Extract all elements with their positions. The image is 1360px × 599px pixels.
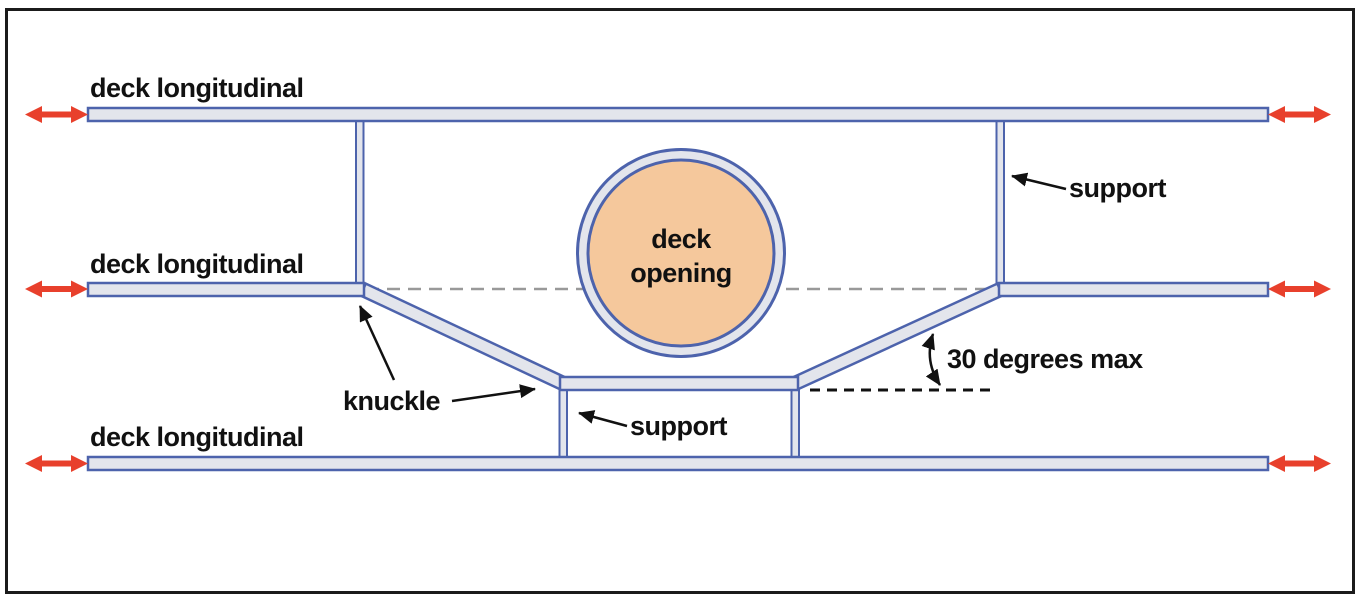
deck-longitudinal-top-bar	[86, 106, 1270, 123]
tension-arrow-icon-top-left	[25, 106, 88, 123]
support-chord-right-vertical	[790, 387, 800, 459]
label-deck-longitudinal-bottom: deck longitudinal	[90, 422, 304, 452]
label-deck-longitudinal-top: deck longitudinal	[90, 73, 304, 103]
figure-border	[5, 8, 1355, 594]
support-left-vertical	[355, 120, 365, 286]
pointer-arrow-icon-support-right	[1011, 172, 1067, 191]
deck-opening-circle	[586, 158, 776, 348]
tension-arrow-icon-bottom-left	[25, 455, 88, 472]
label-support-right: support	[1069, 173, 1167, 203]
support-right-vertical	[995, 120, 1005, 286]
dropped-chord-bar	[558, 375, 800, 392]
tension-arrow-icon-middle-left	[25, 280, 88, 298]
support-chord-left-vertical	[558, 387, 568, 459]
label-deck-longitudinal-middle: deck longitudinal	[90, 249, 304, 279]
tension-arrow-icon-bottom-right	[1268, 455, 1331, 472]
pointer-arrow-icon-knuckle-upper	[358, 305, 396, 381]
label-knuckle: knuckle	[343, 386, 441, 416]
label-deck-opening: deck opening	[581, 222, 781, 290]
pointer-arrow-icon-support-bottom	[578, 410, 628, 428]
label-deck-opening-line1: deck	[651, 224, 711, 254]
deck-longitudinal-bottom-bar	[86, 455, 1270, 472]
pointer-arrow-icon-knuckle-lower	[451, 384, 536, 403]
tension-arrow-icon-top-right	[1268, 106, 1331, 123]
label-angle-note: 30 degrees max	[947, 344, 1143, 374]
curved-angle-arrow-icon	[921, 333, 942, 386]
deck-longitudinal-middle-right-bar	[997, 281, 1270, 298]
tension-arrow-icon-middle-right	[1268, 280, 1331, 298]
label-deck-opening-line2: opening	[630, 258, 732, 288]
label-support-bottom: support	[630, 411, 728, 441]
deck-longitudinal-middle-left-bar	[86, 281, 366, 298]
